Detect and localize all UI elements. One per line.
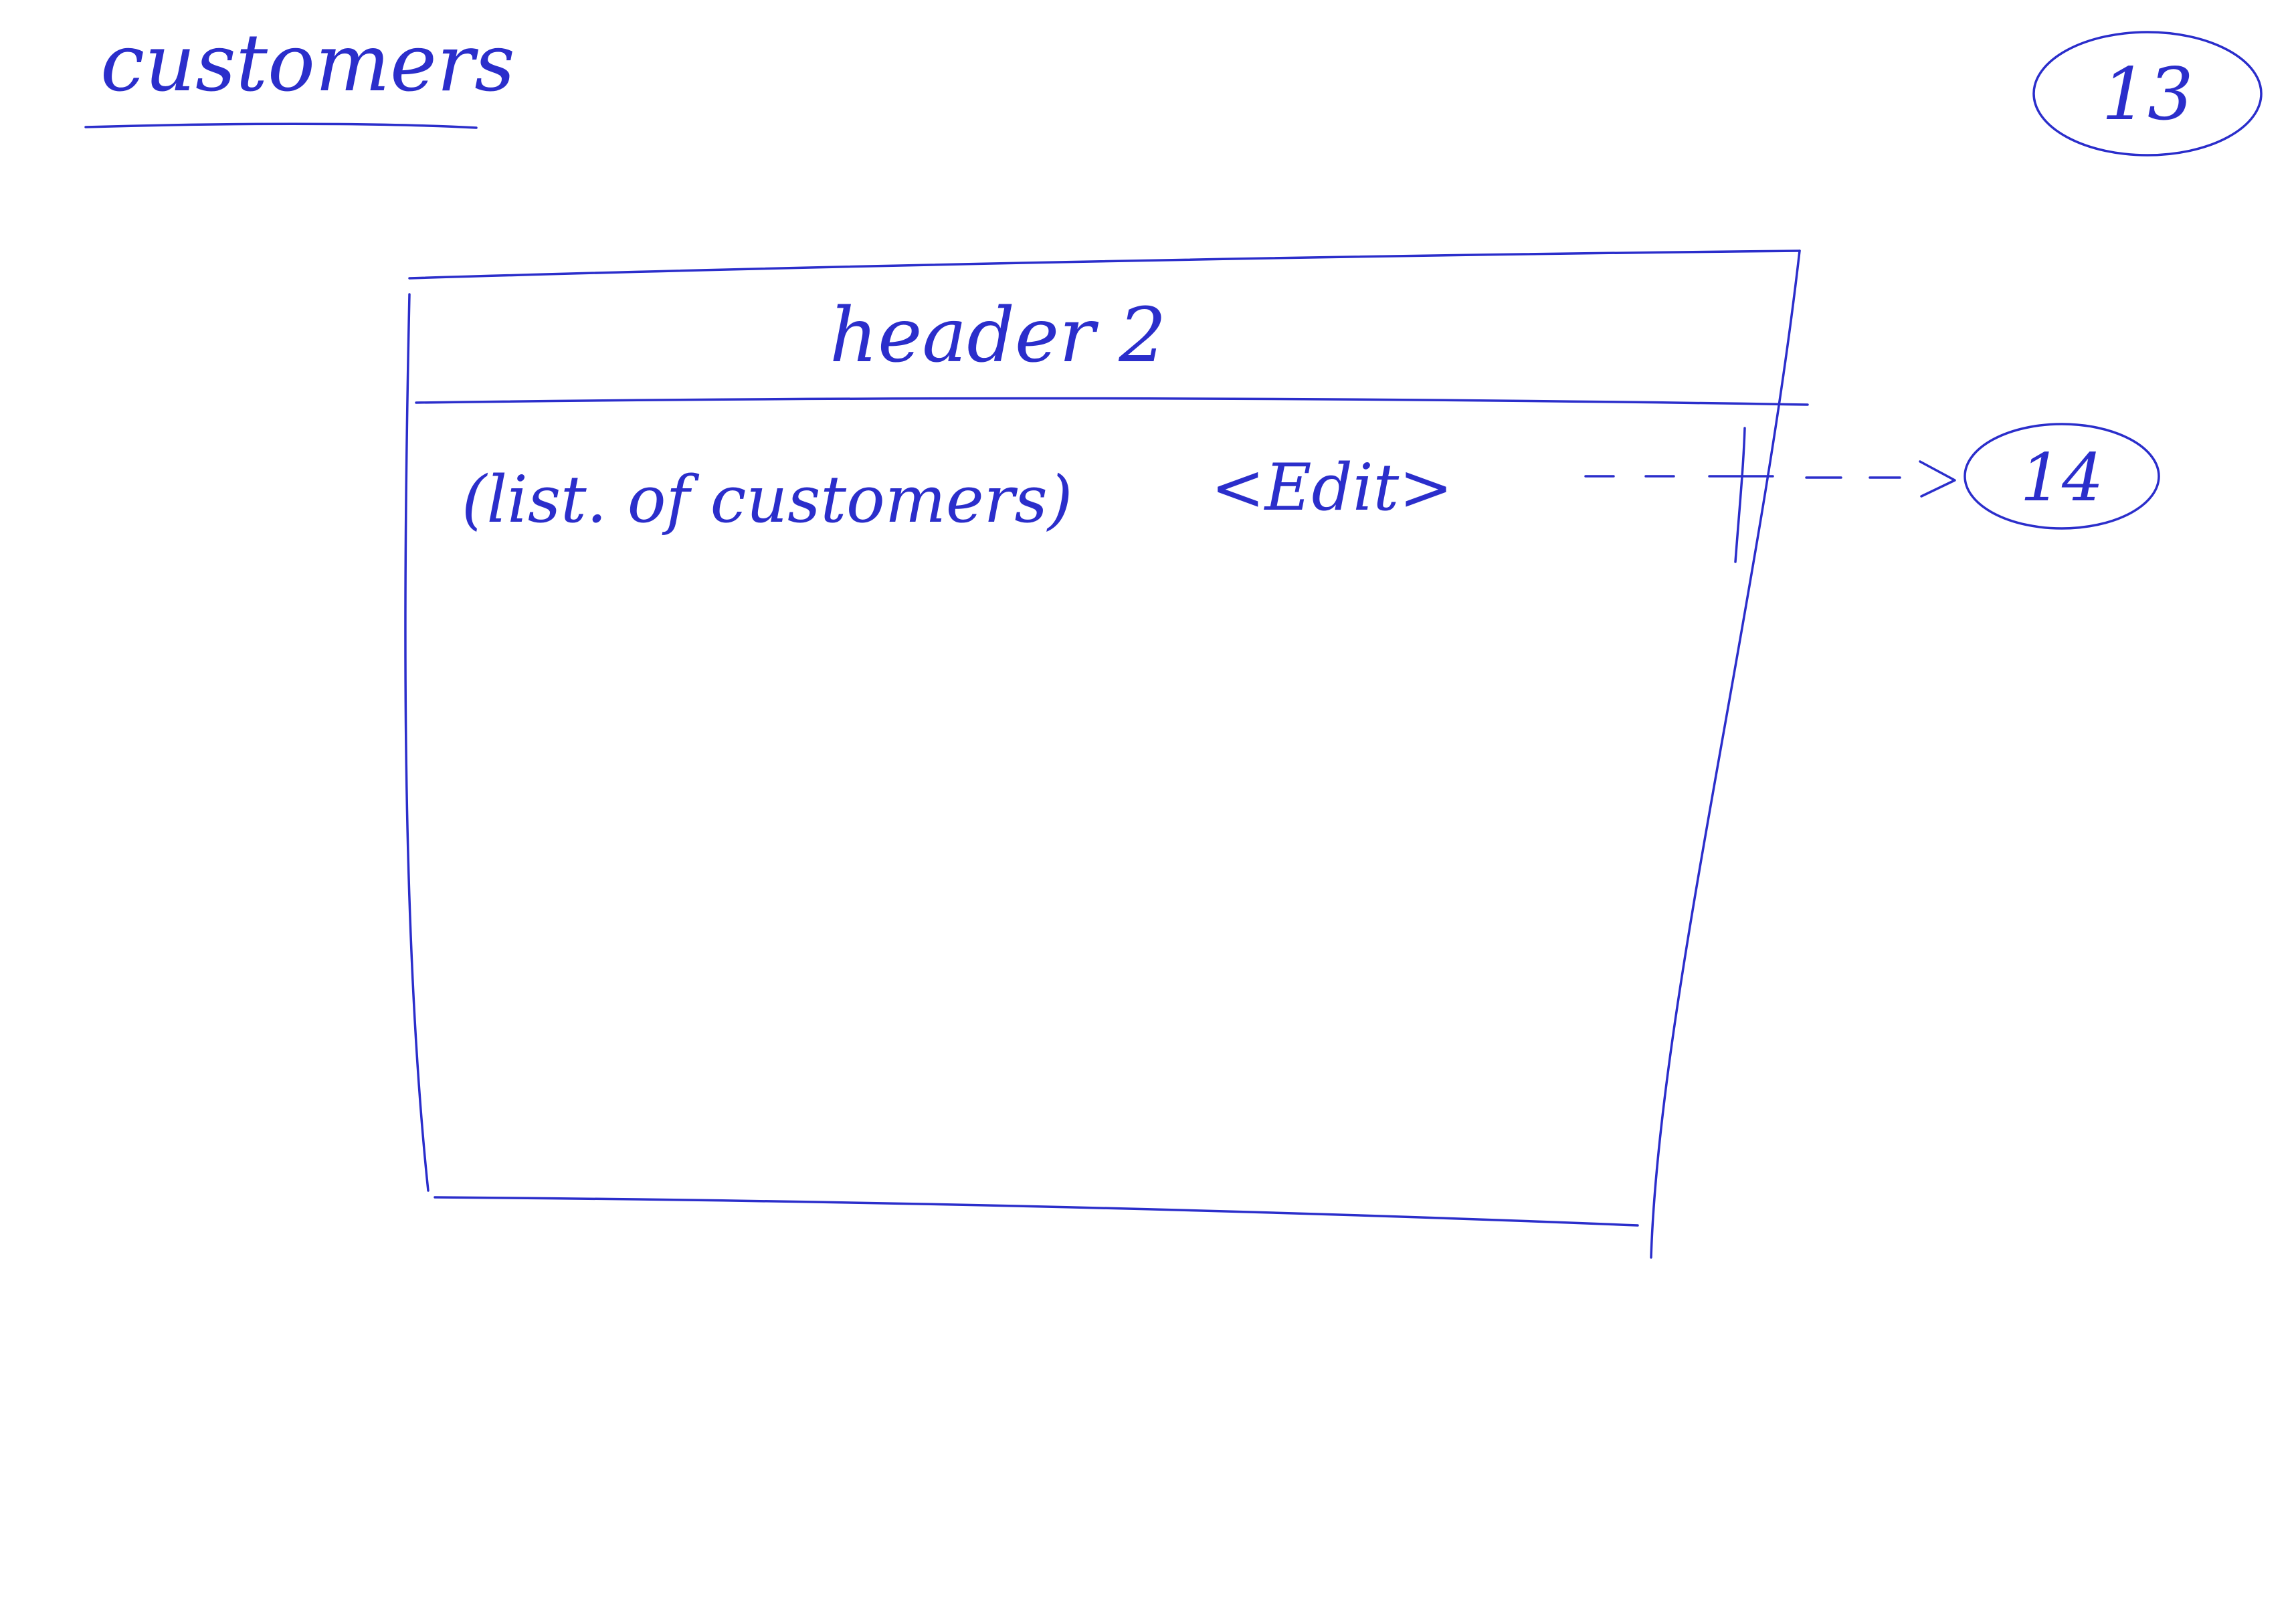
page-title: customers [100, 17, 515, 109]
page-number: 13 [2101, 53, 2193, 136]
link-target-number: 14 [2020, 440, 2104, 516]
title-underline [84, 122, 478, 129]
header-divider [415, 397, 1809, 406]
screen-frame [404, 249, 1801, 1259]
customer-list-text: (list. of customers) [462, 462, 1072, 537]
navigation-arrow [1584, 427, 1956, 563]
link-target-circle [1964, 423, 2160, 530]
edit-link[interactable]: <Edit> [1211, 450, 1453, 525]
screen-header: header 2 [830, 292, 1167, 379]
page-number-circle [2032, 31, 2263, 157]
